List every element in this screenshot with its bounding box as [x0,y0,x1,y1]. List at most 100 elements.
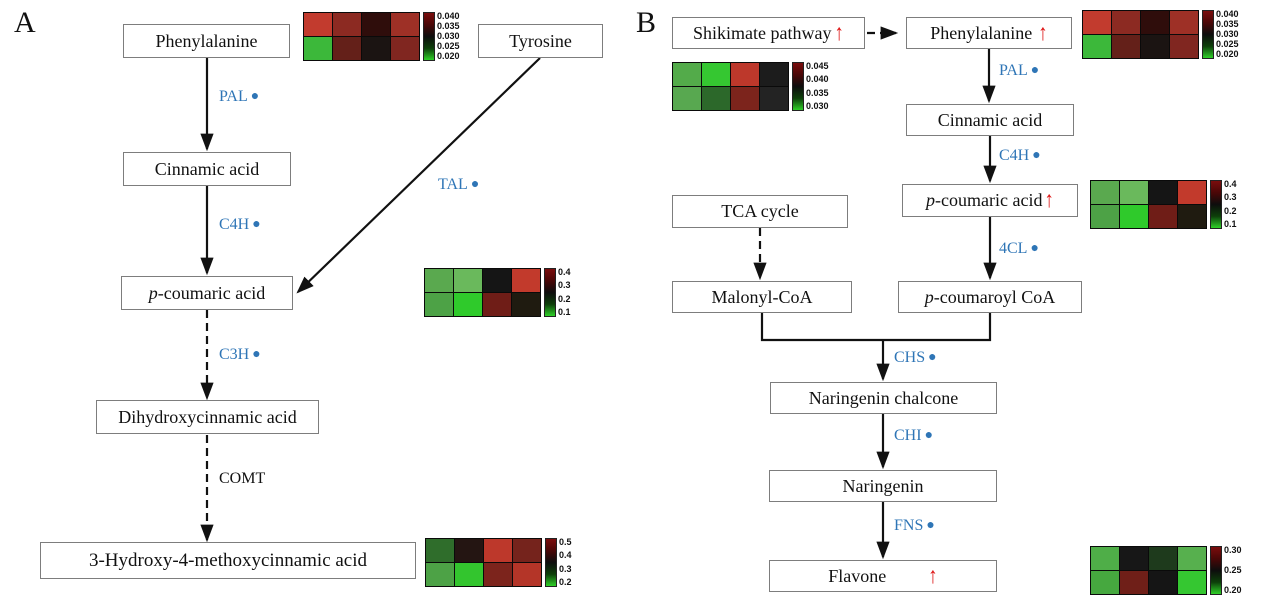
node-label: Phenylalanine [930,22,1033,43]
heatmap-grid [424,268,541,317]
up-arrow-icon: ↑ [928,563,938,589]
heatmap-scale-label: 0.035 [1216,19,1239,29]
node-label: -coumaric acid [157,282,266,303]
heatmap-cell [673,87,701,110]
enzyme-label: C4H [219,216,250,233]
heatmap-cell [454,269,482,292]
node-flavone: Flavone↑ [769,560,997,592]
heatmap-scale-label: 0.025 [1216,39,1239,49]
node-label: Cinnamic acid [937,109,1043,130]
enzyme-label: CHS [894,349,926,366]
heatmap-cell [1170,11,1198,34]
enzyme-tal: TAL● [438,176,479,194]
heatmap-scale-label: 0.1 [558,306,571,317]
enzyme-pal-b: PAL● [999,62,1039,80]
enzyme-chi: CHI● [894,427,933,445]
connector-malonyl-pcoumaroyl [760,313,992,342]
heatmap-cell [673,63,701,86]
heatmap-colorbar [1210,546,1222,595]
node-phenylalanine-a: Phenylalanine [123,24,290,58]
node-naringenin: Naringenin [769,470,997,502]
heatmap-scale-label: 0.030 [1216,29,1239,39]
panel-b-label: B [636,6,657,39]
heatmap-cell [1091,547,1119,570]
enzyme-dot-icon: ● [928,349,937,365]
enzyme-c4h-a: C4H● [219,216,261,234]
node-label: Naringenin chalcone [808,387,959,408]
heatmap-colorbar [1202,10,1214,59]
enzyme-4cl: 4CL● [999,240,1039,258]
enzyme-label: PAL [999,62,1028,79]
heatmap-cell [1149,181,1177,204]
node-label: Cinnamic acid [154,158,260,179]
node-label: Dihydroxycinnamic acid [118,406,297,427]
enzyme-label: C4H [999,147,1030,164]
node-label: TCA cycle [721,201,799,221]
heatmap-cell [513,539,541,562]
node-tyrosine: Tyrosine [478,24,603,58]
enzyme-fns: FNS● [894,517,935,535]
heatmap-cell [483,269,511,292]
enzyme-comt: COMT [219,470,265,488]
heatmap-cell [702,87,730,110]
heatmap-cell [362,37,390,60]
heatmap-scale-label: 0.040 [1216,9,1239,19]
node-label: 3-Hydroxy-4-methoxycinnamic acid [88,549,368,571]
heatmap-cell [1091,205,1119,228]
heatmap-cell [1091,571,1119,594]
node-p-coumaroyl-coa: p-coumaroyl CoA [898,281,1082,313]
node-label: Shikimate pathway [693,22,832,43]
heatmap-cell [454,293,482,316]
heatmap-cell [1178,181,1206,204]
node-tca-cycle: TCA cycle [672,195,848,228]
enzyme-dot-icon: ● [1032,147,1041,163]
node-p-coumaric-acid-a: p-coumaric acid [121,276,293,310]
heatmap-scale-label: 0.20 [1224,585,1242,595]
heatmap-scale-label: 0.3 [558,280,571,291]
heatmap-cell [1091,181,1119,204]
node-shikimate-pathway: Shikimate pathway↑ [672,17,865,49]
heatmap-scale-label: 0.30 [1224,545,1242,555]
up-arrow-icon: ↑ [1044,187,1054,214]
heatmap-scale-label: 0.4 [559,550,572,561]
heatmap-scale-label: 0.2 [558,293,571,304]
heatmap-scale-label: 0.2 [1224,205,1237,216]
heatmap-cell [1120,181,1148,204]
heatmap-cell [1149,547,1177,570]
heatmap-cell [483,293,511,316]
heatmap-cell [512,269,540,292]
node-malonyl-coa: Malonyl-CoA [672,281,852,313]
node-label: Tyrosine [509,30,572,51]
heatmap-cell [1141,35,1169,58]
enzyme-label: CHI [894,427,922,444]
heatmap-scale-label: 0.3 [1224,192,1237,203]
heatmap-cell [1112,11,1140,34]
heatmap-cell [1083,11,1111,34]
enzyme-label: COMT [219,470,266,487]
arrow-tyrosine-to-pcoumaric [296,57,541,294]
heatmap-grid [1082,10,1199,59]
heatmap-cell [304,13,332,36]
node-label: Phenylalanine [155,30,258,51]
heatmap-cell [333,13,361,36]
enzyme-label: C3H [219,346,250,363]
node-dihydroxycinnamic-acid: Dihydroxycinnamic acid [96,400,319,434]
heatmap-colorbar [545,538,557,587]
heatmap-colorbar [423,12,435,61]
enzyme-dot-icon: ● [1030,62,1040,78]
up-arrow-icon: ↑ [1038,20,1048,46]
node-label-italic-p: p [924,286,934,307]
heatmap-scale-label: 0.030 [437,31,460,41]
